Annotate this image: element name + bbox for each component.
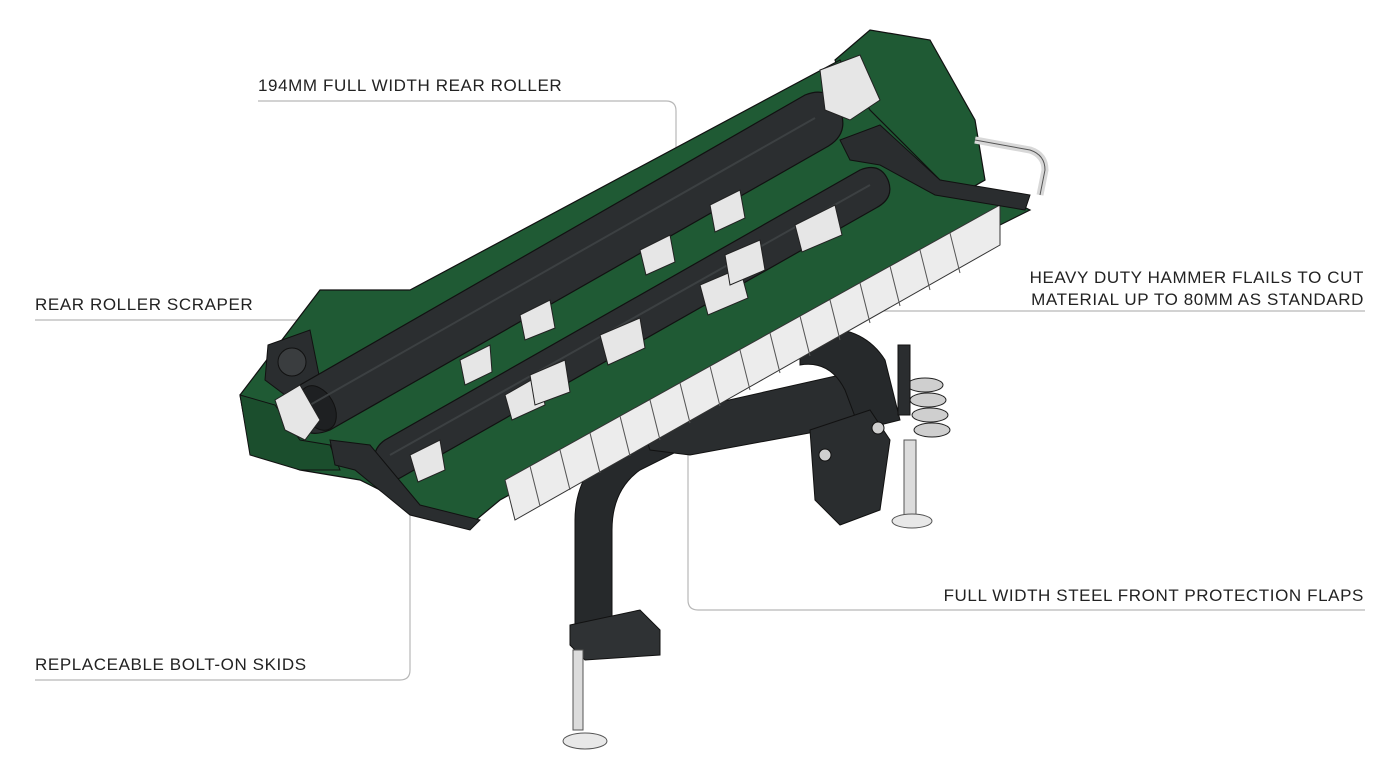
callout-rear-roller-text: 194MM FULL WIDTH REAR ROLLER <box>258 76 563 95</box>
callout-skids: REPLACEABLE BOLT-ON SKIDS <box>35 654 307 676</box>
leader-line-rear-roller <box>258 100 677 178</box>
callout-rear-roller: 194MM FULL WIDTH REAR ROLLER <box>258 75 562 97</box>
rear-roller <box>291 91 844 434</box>
leader-lines <box>35 100 1365 681</box>
protection-flaps <box>504 204 1001 521</box>
callout-hammer-flails: HEAVY DUTY HAMMER FLAILS TO CUT MATERIAL… <box>1030 267 1364 311</box>
handle-bar <box>974 136 1049 196</box>
bolt-on-skids <box>329 124 1031 531</box>
callout-roller-scraper-text: REAR ROLLER SCRAPER <box>35 295 254 314</box>
callout-hammer-flails-line1: HEAVY DUTY HAMMER FLAILS TO CUT <box>1029 268 1364 287</box>
callout-skids-text: REPLACEABLE BOLT-ON SKIDS <box>35 655 307 674</box>
mower-housing <box>239 29 1032 526</box>
flail-hammers <box>274 54 881 483</box>
callout-hammer-flails-line2: MATERIAL UP TO 80MM AS STANDARD <box>1031 290 1364 309</box>
leader-line-protection-flaps <box>687 420 1365 611</box>
leader-line-skids <box>35 492 411 681</box>
callout-roller-scraper: REAR ROLLER SCRAPER <box>35 294 253 316</box>
callout-protection-flaps-text: FULL WIDTH STEEL FRONT PROTECTION FLAPS <box>943 586 1364 605</box>
callout-protection-flaps: FULL WIDTH STEEL FRONT PROTECTION FLAPS <box>944 585 1364 607</box>
